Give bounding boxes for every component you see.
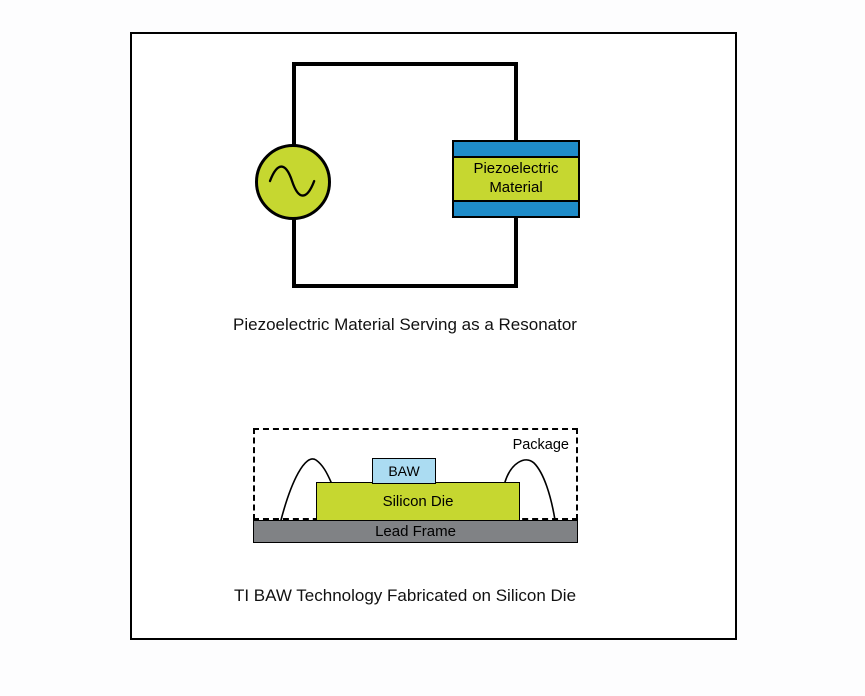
silicon-die-block: Silicon Die	[316, 482, 520, 521]
piezoelectric-component: Piezoelectric Material	[452, 140, 580, 218]
lead-frame-block: Lead Frame	[253, 520, 578, 543]
electrode-top	[454, 142, 578, 158]
baw-package-diagram: Package Silicon Die BAW Lead Frame	[253, 428, 578, 544]
baw-caption: TI BAW Technology Fabricated on Silicon …	[233, 586, 577, 605]
ac-source-symbol	[255, 144, 331, 220]
piezo-material-body: Piezoelectric Material	[454, 158, 578, 200]
resonator-caption: Piezoelectric Material Serving as a Reso…	[233, 315, 577, 334]
sine-wave-icon	[268, 165, 316, 197]
package-label: Package	[512, 437, 569, 453]
baw-chip-block: BAW	[372, 458, 436, 484]
piezo-label-line2: Material	[489, 179, 543, 196]
figure-frame: Piezoelectric Material Piezoelectric Mat…	[130, 32, 737, 640]
electrode-bottom	[454, 200, 578, 216]
piezo-label-line1: Piezoelectric	[473, 160, 559, 178]
